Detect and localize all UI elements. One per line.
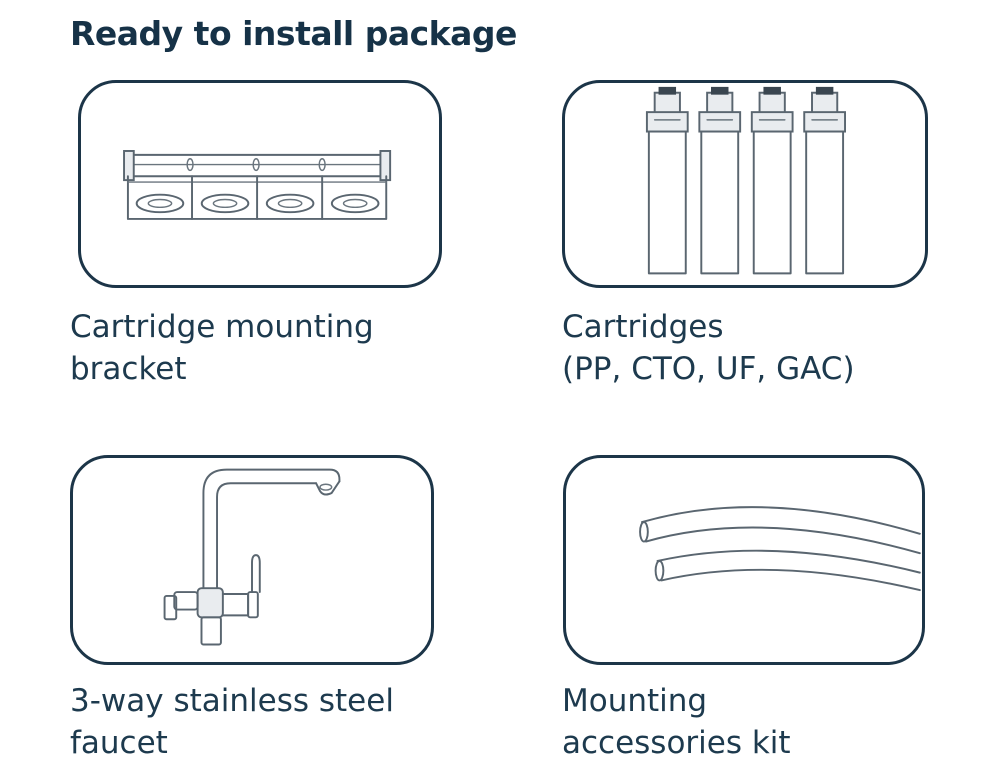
faucet-icon bbox=[163, 468, 341, 646]
cartridges-caption-line1: Cartridges bbox=[562, 309, 724, 345]
tubing-caption-line2: accessories kit bbox=[562, 725, 791, 761]
faucet-card bbox=[70, 455, 434, 665]
cartridge-4 bbox=[803, 86, 847, 275]
tubing-card bbox=[563, 455, 925, 665]
faucet-caption-line1: 3-way stainless steel bbox=[70, 683, 394, 719]
page-title: Ready to install package bbox=[70, 14, 517, 53]
tubing-icon bbox=[639, 506, 921, 592]
tubing-caption: Mounting accessories kit bbox=[562, 680, 791, 764]
cartridge-3 bbox=[750, 86, 794, 275]
cartridges-icon bbox=[645, 86, 847, 275]
cartridge-1 bbox=[645, 86, 689, 275]
cartridges-caption-line2: (PP, CTO, UF, GAC) bbox=[562, 351, 855, 387]
bracket-caption-line2: bracket bbox=[70, 351, 187, 387]
cartridge-2 bbox=[698, 86, 742, 275]
mounting-bracket-icon bbox=[123, 150, 392, 220]
faucet-caption-line2: faucet bbox=[70, 725, 168, 761]
tubing-caption-line1: Mounting bbox=[562, 683, 708, 719]
bracket-caption: Cartridge mounting bracket bbox=[70, 306, 374, 390]
bracket-card bbox=[78, 80, 442, 288]
cartridges-caption: Cartridges (PP, CTO, UF, GAC) bbox=[562, 306, 855, 390]
bracket-caption-line1: Cartridge mounting bbox=[70, 309, 374, 345]
cartridges-card bbox=[562, 80, 928, 288]
faucet-caption: 3-way stainless steel faucet bbox=[70, 680, 394, 764]
